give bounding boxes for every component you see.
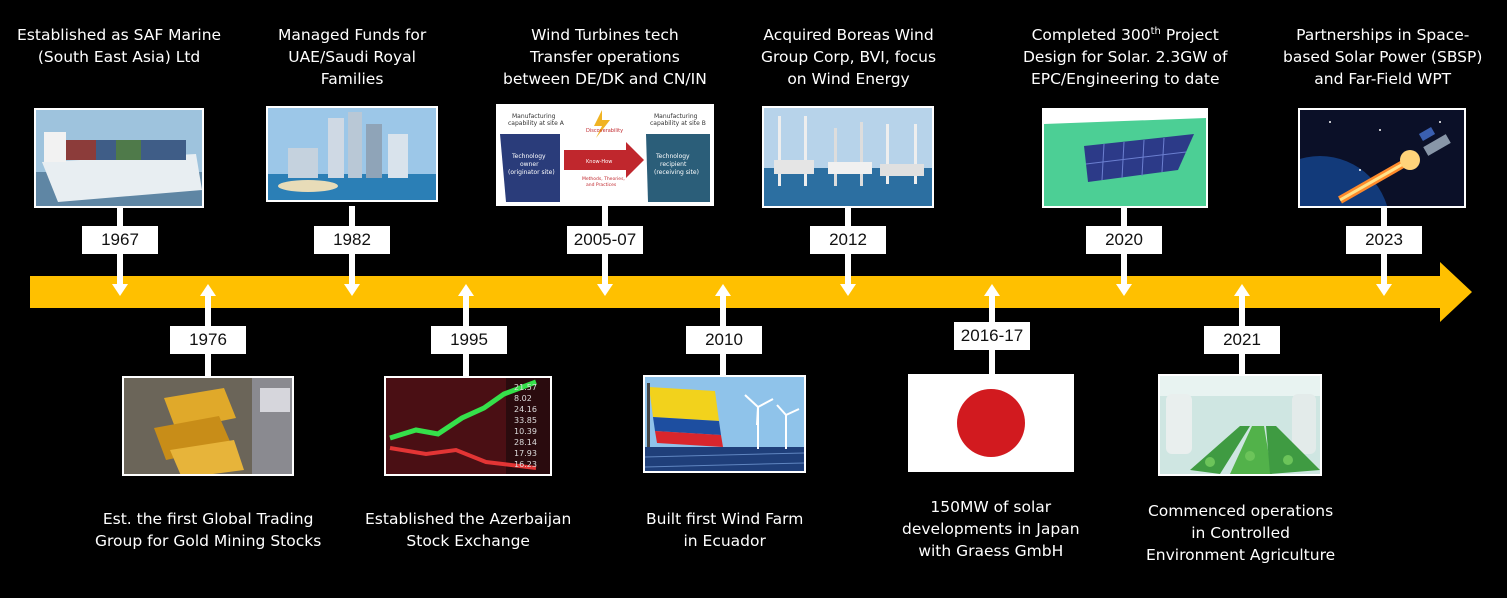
svg-text:(originator site): (originator site) bbox=[508, 169, 555, 176]
year-label-2010: 2010 bbox=[686, 326, 762, 354]
svg-text:capability at site A: capability at site A bbox=[508, 120, 565, 127]
caption-line: in Ecuador bbox=[683, 532, 766, 550]
city-skyline-icon bbox=[266, 106, 438, 202]
svg-text:Manufacturing: Manufacturing bbox=[654, 113, 698, 120]
caption-line: Group Corp, BVI, focus bbox=[761, 48, 937, 66]
event-caption-2023: Partnerships in Space-based Solar Power … bbox=[1283, 24, 1482, 90]
year-label-2021: 2021 bbox=[1204, 326, 1280, 354]
gold-bars-icon bbox=[122, 376, 294, 476]
svg-text:Technology: Technology bbox=[511, 153, 546, 160]
svg-text:10.39: 10.39 bbox=[514, 427, 537, 436]
svg-text:33.85: 33.85 bbox=[514, 416, 537, 425]
caption-line: EPC/Engineering to date bbox=[1030, 70, 1220, 88]
caption-line: on Wind Energy bbox=[787, 70, 910, 88]
year-label-2012: 2012 bbox=[810, 226, 886, 254]
svg-text:and Practices: and Practices bbox=[586, 182, 617, 188]
svg-text:Methods, Theories,: Methods, Theories, bbox=[582, 176, 625, 182]
caption-line: Transfer operations bbox=[530, 48, 680, 66]
caption-line: Established the Azerbaijan bbox=[365, 510, 572, 528]
caption-line: Est. the first Global Trading bbox=[102, 510, 314, 528]
solar-array-render-icon bbox=[1042, 108, 1208, 208]
year-label-1967: 1967 bbox=[82, 226, 158, 254]
caption-line: between DE/DK and CN/IN bbox=[503, 70, 707, 88]
svg-text:owner: owner bbox=[520, 161, 539, 168]
caption-line: in Controlled bbox=[1191, 524, 1290, 542]
container-ship-icon bbox=[34, 108, 204, 208]
stock-chart-icon: 21.57 8.02 24.16 33.85 10.39 28.14 17.93 16.23 bbox=[384, 376, 552, 476]
caption-line: Design for Solar. 2.3GW of bbox=[1023, 48, 1228, 66]
svg-text:24.16: 24.16 bbox=[514, 405, 537, 414]
japan-flag-icon bbox=[908, 374, 1074, 472]
caption-line: Managed Funds for bbox=[278, 26, 427, 44]
event-caption-1967: Established as SAF Marine (South East Asi… bbox=[17, 24, 221, 68]
year-label-2016-17: 2016-17 bbox=[954, 322, 1030, 350]
space-satellite-icon bbox=[1298, 108, 1466, 208]
svg-text:8.02: 8.02 bbox=[514, 394, 532, 403]
caption-line: developments in Japan bbox=[902, 520, 1080, 538]
caption-line: UAE/Saudi Royal bbox=[288, 48, 416, 66]
technology-transfer-diagram-icon: Manufacturing capability at site A Manuf… bbox=[496, 104, 714, 206]
year-label-2023: 2023 bbox=[1346, 226, 1422, 254]
svg-text:recipient: recipient bbox=[660, 161, 687, 168]
event-caption-2016-17: 150MW of solar developments in Japan with … bbox=[902, 496, 1080, 562]
year-label-2020: 2020 bbox=[1086, 226, 1162, 254]
caption-line: (South East Asia) Ltd bbox=[37, 48, 201, 66]
caption-line: with Graess GmbH bbox=[918, 542, 1064, 560]
svg-text:capability at site B: capability at site B bbox=[650, 120, 706, 127]
caption-line: 150MW of solar bbox=[930, 498, 1052, 516]
caption-line: Wind Turbines tech bbox=[531, 26, 679, 44]
caption-line: and Far-Field WPT bbox=[1314, 70, 1452, 88]
caption-line: Acquired Boreas Wind bbox=[763, 26, 934, 44]
svg-text:(receiving site): (receiving site) bbox=[654, 169, 699, 176]
caption-line: Built first Wind Farm bbox=[646, 510, 804, 528]
caption-line: Environment Agriculture bbox=[1146, 546, 1336, 564]
svg-text:28.14: 28.14 bbox=[514, 438, 537, 447]
ecuador-wind-farm-icon bbox=[643, 375, 806, 473]
svg-text:Technology: Technology bbox=[655, 153, 690, 160]
indoor-farm-icon bbox=[1158, 374, 1322, 476]
caption-line: Stock Exchange bbox=[406, 532, 530, 550]
svg-text:Know-How: Know-How bbox=[586, 159, 612, 165]
svg-text:16.23: 16.23 bbox=[514, 460, 537, 469]
caption-line: Commenced operations bbox=[1147, 502, 1334, 520]
caption-line: Group for Gold Mining Stocks bbox=[95, 532, 322, 550]
svg-text:Manufacturing: Manufacturing bbox=[512, 113, 556, 120]
svg-text:21.57: 21.57 bbox=[514, 383, 537, 392]
year-label-2005-07: 2005-07 bbox=[567, 226, 643, 254]
year-label-1976: 1976 bbox=[170, 326, 246, 354]
year-label-1982: 1982 bbox=[314, 226, 390, 254]
event-caption-2010: Built first Wind Farm in Ecuador bbox=[646, 508, 803, 552]
timeline-arrow bbox=[30, 262, 1472, 322]
caption-line: based Solar Power (SBSP) bbox=[1283, 48, 1483, 66]
caption-line: Partnerships in Space- bbox=[1296, 26, 1470, 44]
caption-line: Families bbox=[320, 70, 384, 88]
svg-text:17.93: 17.93 bbox=[514, 449, 537, 458]
offshore-jackup-vessels-icon bbox=[762, 106, 934, 208]
caption-line: Established as SAF Marine bbox=[17, 26, 222, 44]
caption-line: Completed 300th Project bbox=[1031, 25, 1219, 44]
svg-text:Discoverability: Discoverability bbox=[586, 128, 623, 134]
year-label-1995: 1995 bbox=[431, 326, 507, 354]
